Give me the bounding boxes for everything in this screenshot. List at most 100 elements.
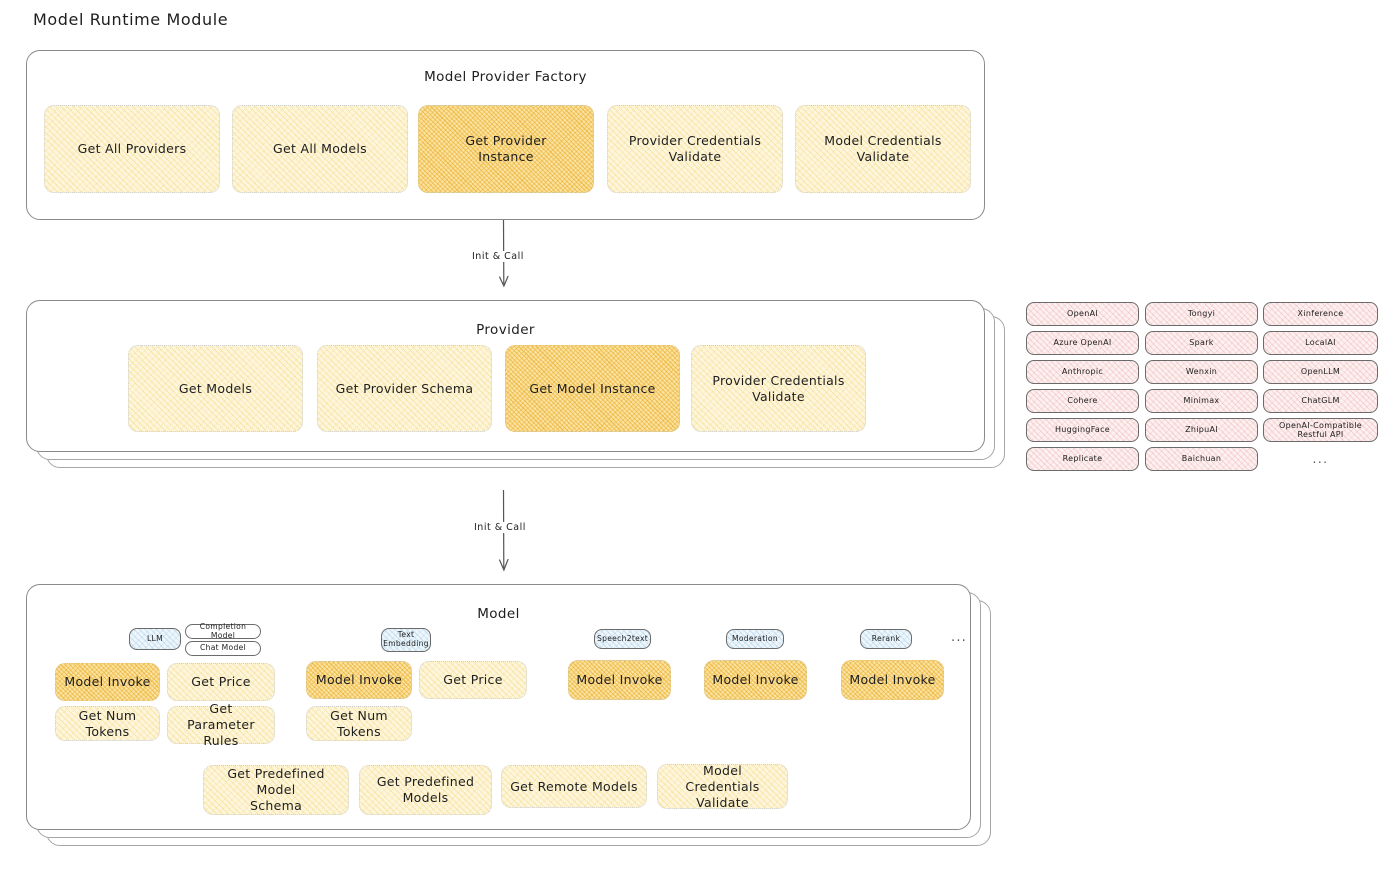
provider-chip-label: ChatGLM bbox=[1301, 396, 1340, 406]
op-label: Provider Credentials Validate bbox=[712, 372, 845, 404]
op-label: Get Models bbox=[178, 380, 253, 396]
model-op-0-3[interactable]: Get Parameter Rules bbox=[167, 701, 275, 748]
model-op-0-2[interactable]: Get Num Tokens bbox=[55, 706, 160, 741]
op-label: Model Invoke bbox=[315, 672, 403, 687]
provider-chip-label: Anthropic bbox=[1061, 367, 1104, 377]
provider-op-3[interactable]: Provider Credentials Validate bbox=[691, 345, 866, 432]
model-type-label: Text Embedding bbox=[383, 630, 429, 648]
model-title: Model bbox=[477, 606, 520, 622]
op-label: Get Predefined Model Schema bbox=[227, 766, 325, 813]
model-subtype-pill-0-1[interactable]: Chat Model bbox=[185, 641, 261, 656]
factory-op-0[interactable]: Get All Providers bbox=[44, 105, 220, 193]
provider-chip-label: OpenAI bbox=[1067, 309, 1098, 319]
model-shared-op-2[interactable]: Get Remote Models bbox=[501, 765, 647, 808]
model-op-0-1[interactable]: Get Price bbox=[167, 663, 275, 701]
provider-chip-label: Baichuan bbox=[1181, 454, 1222, 464]
provider-chip-label: Wenxin bbox=[1185, 367, 1218, 377]
provider-chip-label: LocalAI bbox=[1305, 338, 1336, 348]
model-type-pill-0[interactable]: LLM bbox=[129, 628, 181, 650]
op-label: Model Invoke bbox=[64, 674, 151, 689]
op-label: Get Price bbox=[443, 672, 503, 687]
op-label: Get Parameter Rules bbox=[187, 701, 255, 748]
model-provider-factory-title: Model Provider Factory bbox=[424, 69, 587, 85]
provider-chip-label: OpenLLM bbox=[1300, 367, 1341, 377]
provider-chip-1-3[interactable]: Minimax bbox=[1145, 389, 1258, 413]
provider-chip-1-1[interactable]: Spark bbox=[1145, 331, 1258, 355]
page-title: Model Runtime Module bbox=[33, 10, 229, 29]
op-label: Get Model Instance bbox=[529, 380, 656, 396]
op-label: Get Predefined Models bbox=[376, 774, 475, 805]
model-subtype-label: Completion Model bbox=[199, 621, 247, 640]
provider-chip-2-4[interactable]: OpenAI-Compatible Restful API bbox=[1263, 418, 1378, 442]
provider-chip-1-2[interactable]: Wenxin bbox=[1145, 360, 1258, 384]
provider-chip-2-1[interactable]: LocalAI bbox=[1263, 331, 1378, 355]
provider-chip-label: Spark bbox=[1189, 338, 1214, 348]
model-op-1-2[interactable]: Get Num Tokens bbox=[306, 706, 412, 741]
model-shared-op-0[interactable]: Get Predefined Model Schema bbox=[203, 765, 349, 815]
op-label: Model Invoke bbox=[849, 672, 936, 687]
model-op-2-0[interactable]: Model Invoke bbox=[568, 660, 671, 700]
op-label: Model Credentials Validate bbox=[824, 133, 942, 164]
model-type-pill-1[interactable]: Text Embedding bbox=[381, 628, 431, 652]
provider-op-2[interactable]: Get Model Instance bbox=[505, 345, 680, 432]
provider-chip-label: Xinference bbox=[1297, 309, 1344, 319]
provider-chip-2-3[interactable]: ChatGLM bbox=[1263, 389, 1378, 413]
model-op-1-1[interactable]: Get Price bbox=[419, 661, 527, 699]
provider-op-0[interactable]: Get Models bbox=[128, 345, 303, 432]
model-shared-op-3[interactable]: Model Credentials Validate bbox=[657, 762, 788, 810]
op-label: Get Provider Schema bbox=[335, 380, 474, 396]
provider-title: Provider bbox=[476, 322, 535, 338]
provider-chip-label: Cohere bbox=[1067, 396, 1098, 406]
op-label: Get Provider Instance bbox=[465, 133, 547, 164]
op-label: Provider Credentials Validate bbox=[628, 133, 762, 164]
op-label: Model Credentials Validate bbox=[685, 762, 760, 810]
model-type-pill-4[interactable]: Rerank bbox=[860, 629, 912, 649]
model-type-pill-3[interactable]: Moderation bbox=[726, 629, 784, 649]
factory-op-2[interactable]: Get Provider Instance bbox=[418, 105, 594, 193]
model-types-ellipsis: ... bbox=[951, 630, 967, 645]
op-label: Model Invoke bbox=[576, 672, 663, 687]
op-label: Get Num Tokens bbox=[330, 707, 388, 739]
provider-chip-label: OpenAI-Compatible Restful API bbox=[1278, 420, 1363, 439]
op-label: Get Remote Models bbox=[510, 778, 638, 794]
model-type-label: Moderation bbox=[731, 633, 778, 643]
provider-chip-0-3[interactable]: Cohere bbox=[1026, 389, 1139, 413]
model-card: Model bbox=[26, 584, 971, 830]
model-shared-op-1[interactable]: Get Predefined Models bbox=[359, 765, 492, 815]
provider-list-ellipsis: ... bbox=[1312, 452, 1329, 466]
provider-chip-0-2[interactable]: Anthropic bbox=[1026, 360, 1139, 384]
op-label: Model Invoke bbox=[712, 672, 799, 687]
arrow-provider-to-model bbox=[499, 490, 509, 572]
provider-op-1[interactable]: Get Provider Schema bbox=[317, 345, 492, 432]
factory-op-1[interactable]: Get All Models bbox=[232, 105, 408, 193]
provider-chip-1-4[interactable]: ZhipuAI bbox=[1145, 418, 1258, 442]
model-type-label: Speech2text bbox=[596, 633, 649, 643]
op-label: Get Price bbox=[191, 674, 251, 689]
arrow-label-init-call-2: Init & Call bbox=[470, 522, 530, 533]
provider-chip-label: HuggingFace bbox=[1054, 425, 1110, 435]
provider-chip-0-0[interactable]: OpenAI bbox=[1026, 302, 1139, 326]
model-op-3-0[interactable]: Model Invoke bbox=[704, 660, 807, 700]
model-subtype-label: Chat Model bbox=[200, 643, 246, 653]
op-label: Get All Providers bbox=[77, 141, 187, 156]
model-subtype-pill-0-0[interactable]: Completion Model bbox=[185, 621, 261, 640]
factory-op-4[interactable]: Model Credentials Validate bbox=[795, 105, 971, 193]
model-op-1-0[interactable]: Model Invoke bbox=[306, 661, 412, 699]
op-label: Get Num Tokens bbox=[78, 707, 137, 739]
provider-chip-0-1[interactable]: Azure OpenAI bbox=[1026, 331, 1139, 355]
provider-chip-2-2[interactable]: OpenLLM bbox=[1263, 360, 1378, 384]
provider-chip-1-5[interactable]: Baichuan bbox=[1145, 447, 1258, 471]
provider-chip-1-0[interactable]: Tongyi bbox=[1145, 302, 1258, 326]
provider-chip-2-0[interactable]: Xinference bbox=[1263, 302, 1378, 326]
model-op-0-0[interactable]: Model Invoke bbox=[55, 663, 160, 701]
op-label: Get All Models bbox=[273, 141, 367, 156]
provider-chip-label: Minimax bbox=[1183, 396, 1220, 406]
provider-chip-0-4[interactable]: HuggingFace bbox=[1026, 418, 1139, 442]
factory-op-3[interactable]: Provider Credentials Validate bbox=[607, 105, 783, 193]
arrow-label-init-call-1: Init & Call bbox=[468, 251, 528, 262]
provider-chip-label: Tongyi bbox=[1187, 309, 1216, 319]
provider-chip-0-5[interactable]: Replicate bbox=[1026, 447, 1139, 471]
model-op-4-0[interactable]: Model Invoke bbox=[841, 660, 944, 700]
model-type-pill-2[interactable]: Speech2text bbox=[594, 629, 651, 649]
